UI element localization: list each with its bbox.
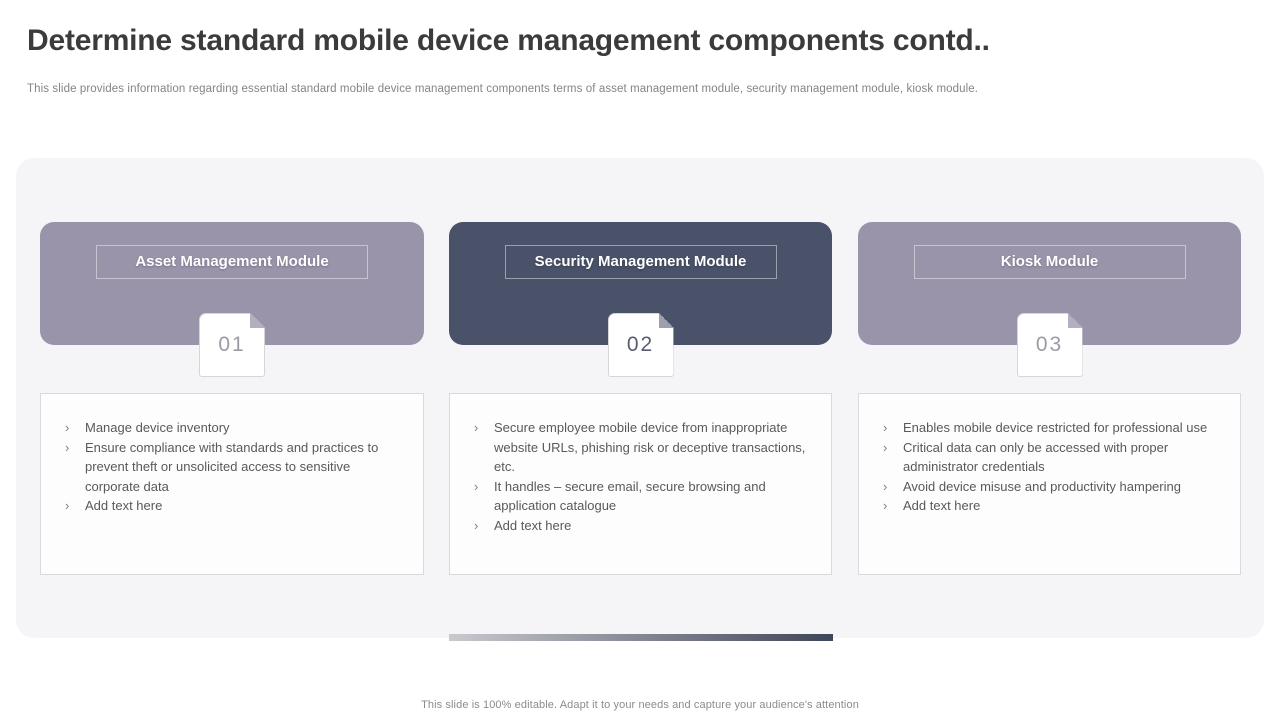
module-title-label: Asset Management Module [96,245,368,279]
list-item: › Add text here [883,496,1222,516]
list-item-text: Avoid device misuse and productivity ham… [903,478,1181,494]
slide-subtitle: This slide provides information regardin… [27,83,979,95]
bullet-list: › Enables mobile device restricted for p… [859,394,1240,516]
bullet-chevron-icon: › [474,517,479,533]
bullet-chevron-icon: › [474,420,479,435]
list-item: › Ensure compliance with standards and p… [65,438,405,497]
number-card: 01 [199,313,265,377]
list-item-text: It handles – secure email, secure browsi… [494,478,766,514]
list-item: › Enables mobile device restricted for p… [883,418,1222,438]
bullet-chevron-icon: › [65,498,70,513]
column-kiosk-module: Kiosk Module 03 › Enables mobile device … [858,158,1241,638]
list-item: › Manage device inventory [65,418,405,438]
bullet-card: › Secure employee mobile device from ina… [449,393,832,575]
list-item: › Add text here [474,516,813,536]
list-item-text: Add text here [903,498,981,513]
bullet-list: › Manage device inventory › Ensure compl… [41,394,423,516]
bullet-chevron-icon: › [883,439,888,455]
footer-note: This slide is 100% editable. Adapt it to… [421,699,859,711]
bullet-chevron-icon: › [65,420,70,435]
bullet-chevron-icon: › [474,478,479,494]
module-title-label: Security Management Module [504,245,777,279]
content-panel: Asset Management Module 01 › Manage devi… [16,158,1264,641]
bullet-chevron-icon: › [883,420,888,435]
list-item: › Add text here [65,496,405,516]
list-item-text: Add text here [85,498,163,513]
bullet-chevron-icon: › [883,478,888,494]
accent-gradient-bar [449,634,833,641]
list-item: › It handles – secure email, secure brow… [474,477,813,516]
list-item-text: Critical data can only be accessed with … [903,439,1169,475]
column-header: Kiosk Module [858,222,1241,345]
number-card: 03 [1017,313,1083,377]
module-title-label: Kiosk Module [913,245,1186,279]
number-card: 02 [608,313,674,377]
bullet-chevron-icon: › [65,439,70,455]
list-item-text: Manage device inventory [85,420,230,435]
list-item: › Secure employee mobile device from ina… [474,418,813,477]
list-item-text: Add text here [494,517,572,533]
column-header: Security Management Module [449,222,832,345]
bullet-card: › Enables mobile device restricted for p… [858,393,1241,575]
list-item: › Avoid device misuse and productivity h… [883,477,1222,497]
bullet-card: › Manage device inventory › Ensure compl… [40,393,424,575]
list-item-text: Ensure compliance with standards and pra… [85,439,379,494]
list-item-text: Secure employee mobile device from inapp… [494,420,806,474]
bullet-chevron-icon: › [883,498,888,513]
bullet-list: › Secure employee mobile device from ina… [450,394,831,535]
page-title: Determine standard mobile device managem… [27,24,990,57]
list-item: › Critical data can only be accessed wit… [883,438,1222,477]
column-asset-management: Asset Management Module 01 › Manage devi… [40,158,424,638]
column-security-management: Security Management Module 02 › Secure e… [449,158,832,638]
list-item-text: Enables mobile device restricted for pro… [903,420,1208,435]
